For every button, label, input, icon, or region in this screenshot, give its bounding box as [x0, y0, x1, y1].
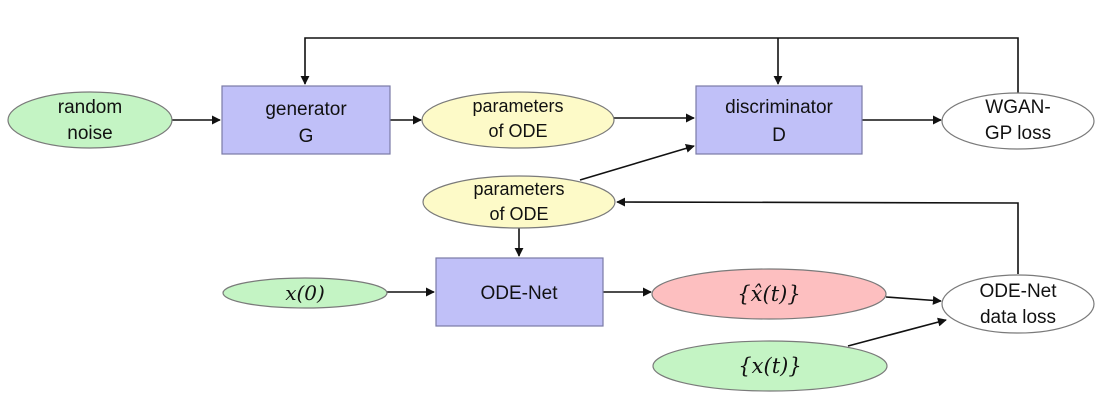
edge-params-mid-to-discriminator	[579, 144, 695, 181]
ode-loss-label-2: data loss	[980, 307, 1056, 328]
params-top-label-2: of ODE	[488, 121, 547, 141]
params-top-label-1: parameters	[472, 96, 563, 116]
edge-xhat-to-loss	[885, 295, 942, 305]
node-generator: generator G	[221, 85, 391, 155]
x-t-label: {x(t)}	[738, 354, 801, 378]
edge-loss-feedback-to-params	[616, 197, 1019, 274]
x-t-ellipse	[652, 340, 888, 392]
generator-box	[221, 85, 391, 155]
params-mid-label-1: parameters	[473, 179, 564, 199]
ode-loss-label-1: ODE-Net	[979, 281, 1057, 302]
node-discriminator: discriminator D	[695, 85, 863, 155]
ode-net-box	[435, 257, 604, 327]
node-x0: x(0)	[222, 277, 388, 309]
params-top-ellipse	[421, 91, 615, 149]
x0-ellipse	[222, 277, 388, 309]
random-noise-label-1: random	[58, 97, 122, 118]
node-random-noise: random noise	[7, 91, 173, 149]
edge-wgan-feedback-top	[300, 37, 1019, 94]
edges	[172, 37, 1019, 347]
random-noise-ellipse	[7, 91, 173, 149]
node-ode-net: ODE-Net	[435, 257, 604, 327]
ode-net-label: ODE-Net	[480, 283, 558, 304]
params-mid-ellipse	[422, 175, 616, 229]
generator-label-2: G	[299, 126, 314, 147]
node-x-t: {x(t)}	[652, 340, 888, 392]
xhat-t-label: {x̂(t)}	[737, 282, 800, 306]
node-params-top: parameters of ODE	[421, 91, 615, 149]
discriminator-box	[695, 85, 863, 155]
x0-label: x(0)	[285, 281, 325, 305]
xhat-t-ellipse	[651, 268, 887, 320]
edge-xt-to-loss	[847, 317, 947, 347]
node-wgan-loss: WGAN- GP loss	[941, 92, 1095, 150]
node-xhat-t: {x̂(t)}	[651, 268, 887, 320]
node-params-mid: parameters of ODE	[422, 175, 616, 229]
generator-label-1: generator	[265, 99, 347, 120]
discriminator-label-2: D	[772, 125, 786, 146]
wgan-loss-ellipse	[941, 92, 1095, 150]
node-ode-loss: ODE-Net data loss	[941, 274, 1095, 334]
wgan-loss-label-2: GP loss	[985, 123, 1051, 144]
ode-loss-ellipse	[941, 274, 1095, 334]
wgan-loss-label-1: WGAN-	[985, 97, 1050, 118]
random-noise-label-2: noise	[67, 123, 112, 144]
params-mid-label-2: of ODE	[489, 204, 548, 224]
discriminator-label-1: discriminator	[725, 97, 833, 118]
